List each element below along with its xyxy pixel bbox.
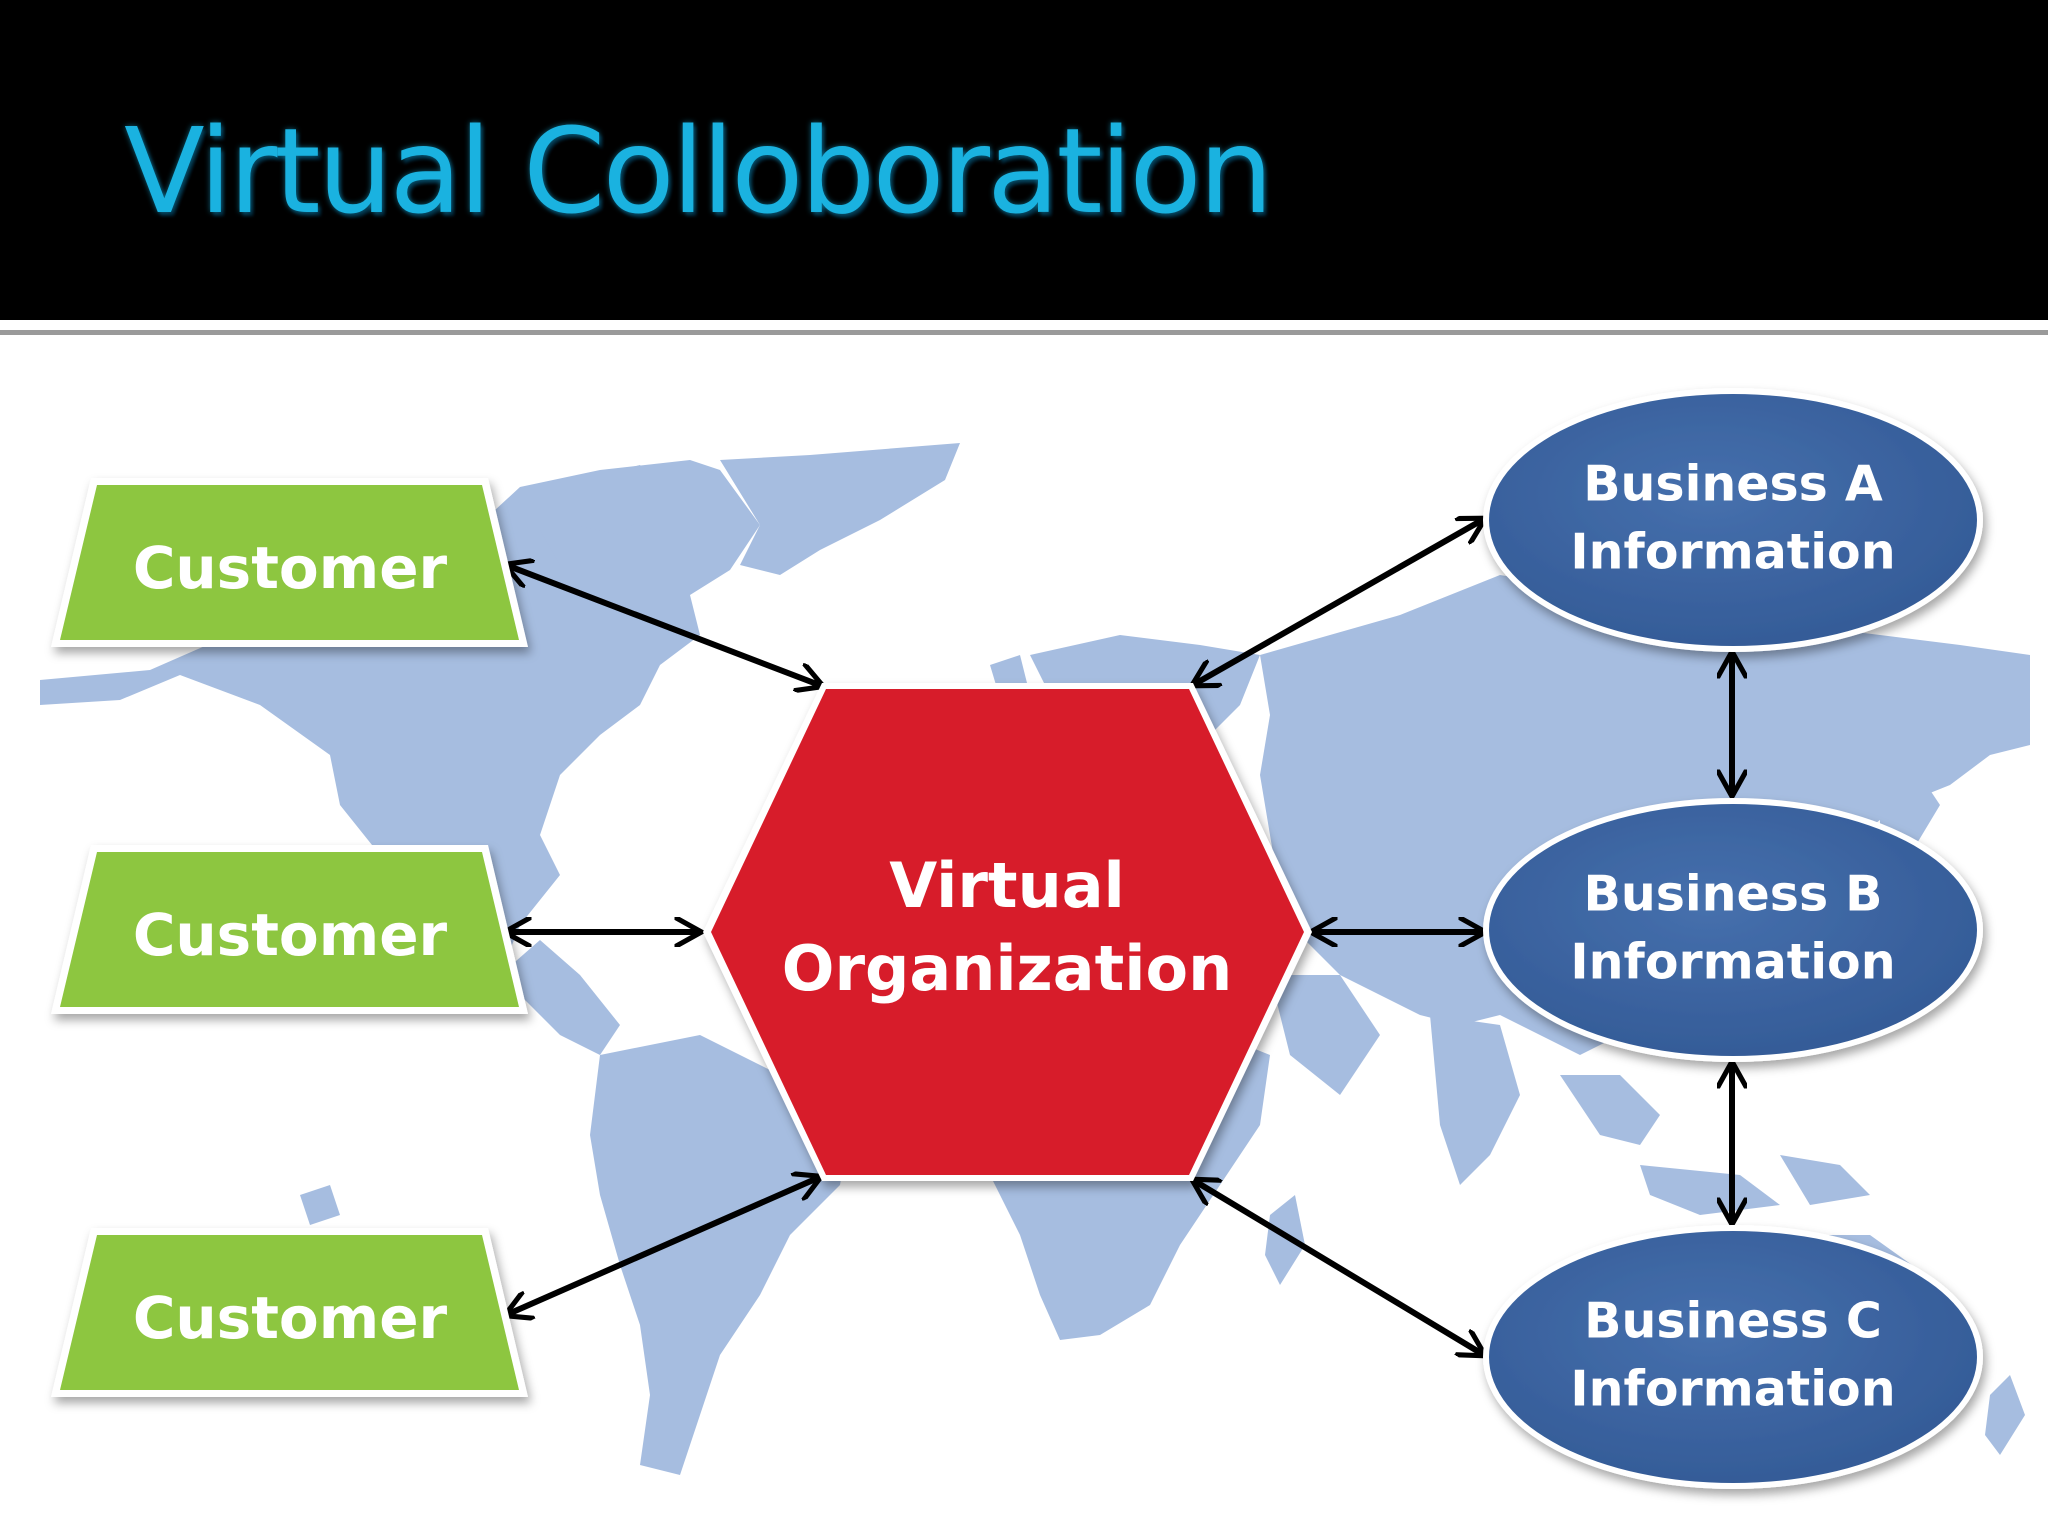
business-label-line1: Business A — [1583, 456, 1883, 513]
business-node: Business A Information — [1483, 388, 1983, 652]
business-node: Business B Information — [1483, 798, 1983, 1062]
title-bar: Virtual Colloboration — [0, 0, 2048, 320]
business-node: Business C Information — [1483, 1225, 1983, 1489]
customer-node: Customer — [51, 845, 528, 1014]
business-label-line1: Business C — [1584, 1293, 1882, 1350]
business-label-line1: Business B — [1583, 866, 1882, 923]
virtual-organization-label-line1: Virtual — [889, 849, 1125, 922]
arrow-customer-bottom-to-center — [506, 1177, 820, 1315]
slide-title: Virtual Colloboration — [124, 102, 1273, 240]
arrow-center-to-business-c — [1193, 1180, 1484, 1355]
arrow-customer-top-to-center — [506, 565, 822, 686]
business-label-line2: Information — [1570, 934, 1895, 991]
customer-node: Customer — [51, 478, 528, 647]
business-label-line2: Information — [1570, 1361, 1895, 1418]
header-divider-gray — [0, 330, 2048, 335]
customer-label: Customer — [133, 534, 448, 602]
header-divider-white — [0, 320, 2048, 330]
diagram-canvas: Customer Customer Customer Virtual Organ… — [0, 335, 2048, 1536]
customer-node: Customer — [51, 1228, 528, 1397]
virtual-organization-node: Virtual Organization — [703, 683, 1312, 1181]
arrow-center-to-business-a — [1193, 519, 1484, 685]
business-label-line2: Information — [1570, 524, 1895, 581]
virtual-collaboration-diagram: Customer Customer Customer Virtual Organ… — [40, 388, 2030, 1489]
virtual-organization-label-line2: Organization — [782, 932, 1232, 1005]
connectors — [506, 519, 1732, 1355]
customer-label: Customer — [133, 1284, 448, 1352]
customer-label: Customer — [133, 901, 448, 969]
